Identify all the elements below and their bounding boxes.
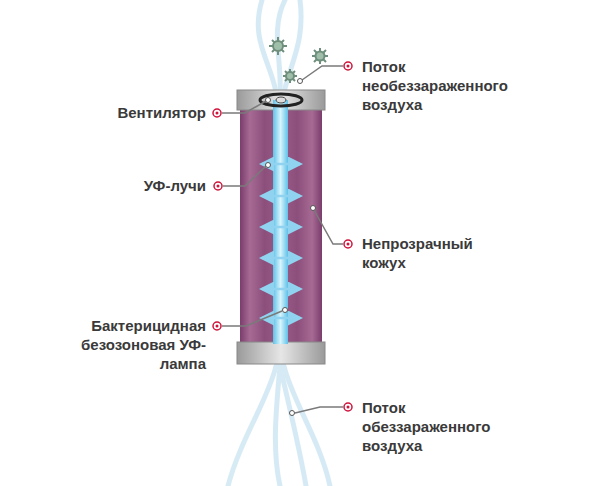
uv-rays-label: УФ-лучи [60,176,206,195]
inflow-label: Поток необеззараженного воздуха [362,57,537,114]
fan-label: Вентилятор [60,103,206,122]
lamp-label: Бактерицидная безозоновая УФ-лампа [40,316,206,373]
housing-label: Непрозрачный кожух [362,234,512,272]
outflow-label: Поток обеззараженного воздуха [362,398,532,455]
